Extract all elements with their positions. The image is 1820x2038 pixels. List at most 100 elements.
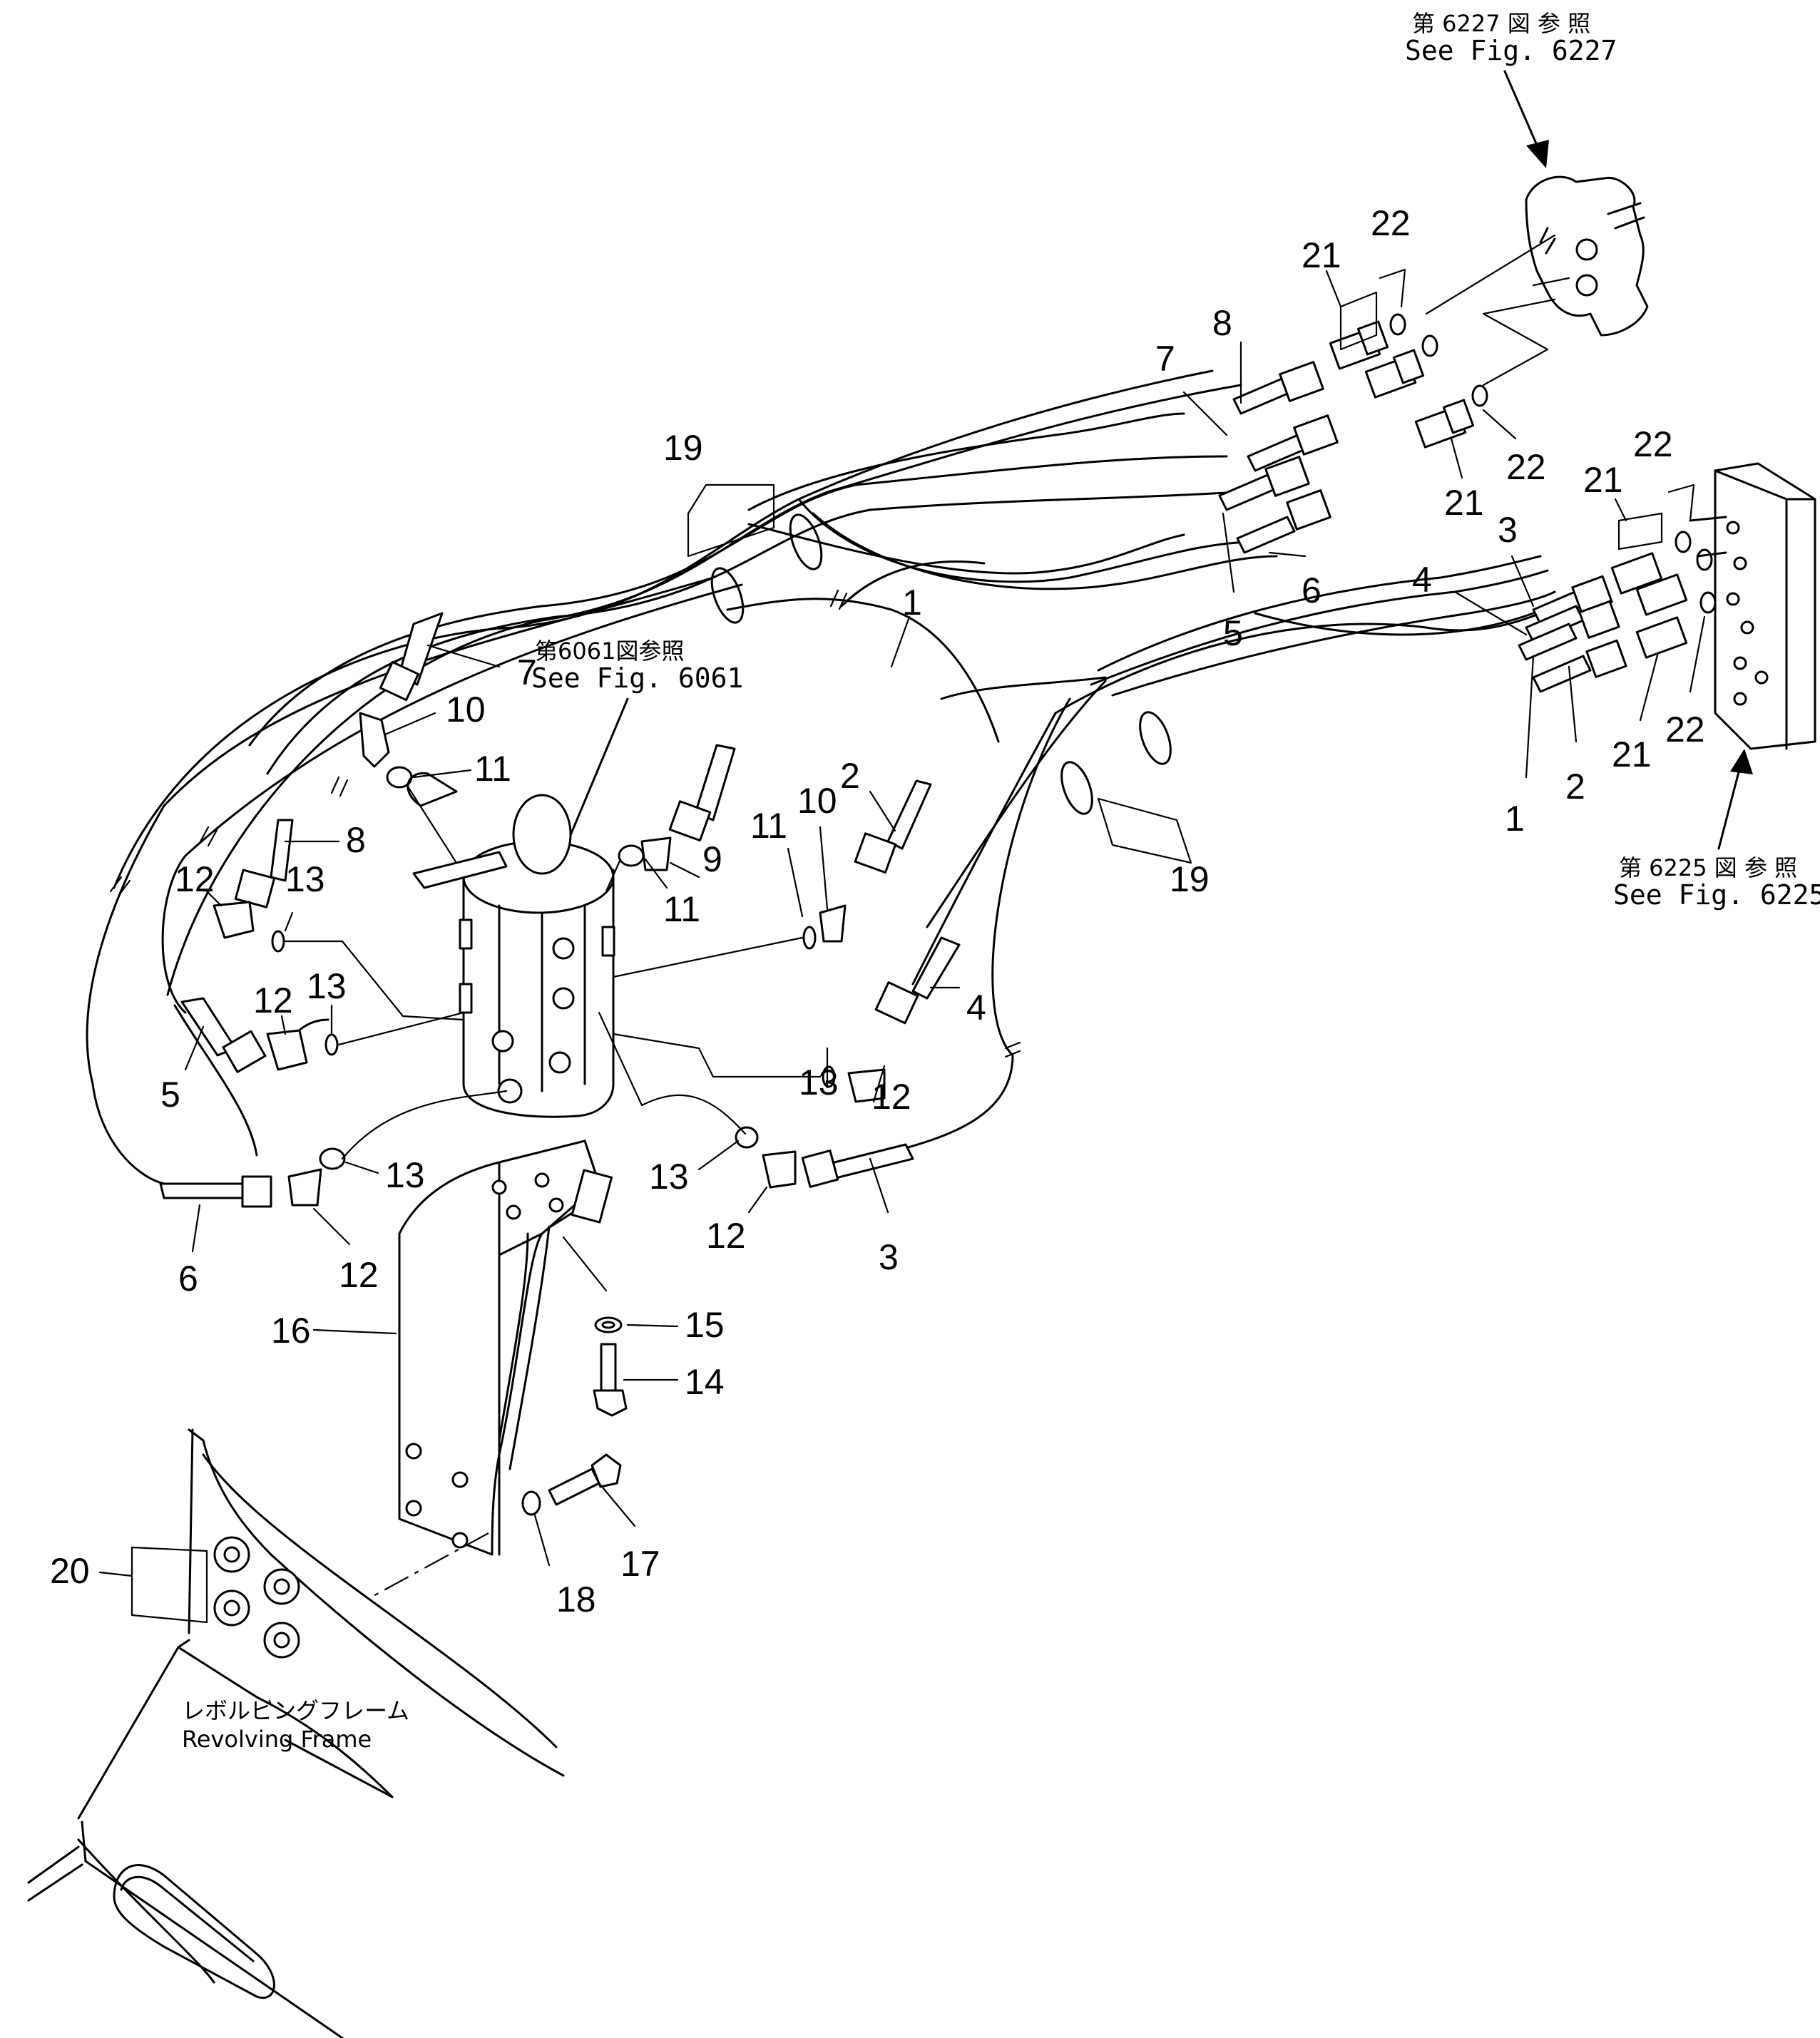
- callout-11-mid2: 11: [750, 806, 804, 918]
- callout-12-c: 12: [312, 1207, 379, 1295]
- callout-8-left: 8: [284, 820, 366, 860]
- callout-15: 15: [626, 1305, 725, 1345]
- svg-text:4: 4: [1412, 560, 1432, 600]
- swivel-joint-icon: [407, 772, 615, 1118]
- callout-10-mid: 10: [797, 781, 837, 911]
- hose-fitting-icon: [1218, 361, 1339, 554]
- o-ring-icon: [1675, 531, 1717, 614]
- o-ring-icon: [271, 766, 836, 1170]
- svg-text:8: 8: [1212, 303, 1232, 343]
- svg-text:4: 4: [966, 988, 986, 1028]
- hose-break-marks: [109, 589, 1021, 1058]
- svg-text:12: 12: [706, 1216, 746, 1256]
- callout-21-right2: 21: [1612, 651, 1660, 774]
- svg-text:19: 19: [663, 428, 703, 468]
- elbow-fitting-icon: [213, 712, 886, 1207]
- hose-bundle-lower: [726, 555, 1556, 1149]
- svg-text:22: 22: [1506, 447, 1546, 487]
- o-ring-icon: [1389, 313, 1488, 407]
- adapter-fittings-top: [1329, 320, 1475, 449]
- svg-text:13: 13: [285, 859, 325, 899]
- callout-12-d: 12: [871, 1065, 911, 1117]
- callout-7-top: 7: [1155, 339, 1228, 436]
- hose-fitting-icon: [159, 612, 961, 1208]
- ring-clamp-icon: [710, 513, 1172, 815]
- callout-13-b: 13: [307, 966, 347, 1035]
- svg-text:7: 7: [517, 652, 537, 692]
- callout-2-right: 2: [1565, 665, 1585, 807]
- callout-11-mid: 11: [644, 858, 700, 929]
- callout-8-top: 8: [1212, 303, 1242, 404]
- hose-fitting-icon: [1518, 575, 1627, 693]
- svg-text:19: 19: [1170, 859, 1210, 899]
- bracket-frame-centerline: [370, 1532, 489, 1598]
- svg-text:13: 13: [307, 966, 347, 1006]
- callout-22-top: 22: [1371, 203, 1411, 308]
- callout-7-left: 7: [426, 644, 537, 692]
- svg-text:12: 12: [253, 980, 293, 1020]
- svg-text:21: 21: [1302, 235, 1341, 275]
- svg-text:20: 20: [50, 1551, 90, 1591]
- callout-10-left: 10: [384, 690, 486, 736]
- callout-12-a: 12: [175, 859, 223, 907]
- o-ring-icon: [594, 1316, 623, 1333]
- callout-16: 16: [271, 1311, 397, 1351]
- svg-text:12: 12: [175, 859, 215, 899]
- callout-22-right2: 22: [1665, 615, 1706, 749]
- valve-block-icon: [1689, 462, 1816, 750]
- callout-4-right: 4: [1412, 560, 1528, 636]
- ref-6225-arrow: [1717, 749, 1753, 850]
- svg-text:10: 10: [797, 781, 837, 821]
- frame-label-en: Revolving Frame: [182, 1726, 372, 1753]
- svg-text:9: 9: [702, 839, 722, 879]
- svg-text:21: 21: [1444, 483, 1484, 523]
- nut-icon: [213, 1536, 300, 1659]
- svg-text:18: 18: [556, 1579, 596, 1619]
- frame-label-jp: レボルビングフレーム: [182, 1697, 409, 1724]
- ref-6227-jp: 第 6227 図 参 照: [1412, 10, 1590, 37]
- svg-text:12: 12: [871, 1077, 911, 1117]
- callout-22-top2: 22: [1482, 409, 1546, 487]
- valve-block-icon: [1425, 175, 1649, 386]
- callout-14: 14: [623, 1362, 725, 1402]
- callout-6-left: 6: [178, 1204, 201, 1299]
- svg-text:21: 21: [1612, 734, 1652, 774]
- callout-12-e: 12: [706, 1186, 768, 1256]
- callout-5-top: 5: [1222, 512, 1243, 653]
- swivel-leader-lines: [284, 783, 822, 1160]
- svg-text:22: 22: [1633, 424, 1673, 464]
- svg-text:13: 13: [799, 1062, 839, 1102]
- svg-text:11: 11: [750, 806, 787, 846]
- svg-text:5: 5: [160, 1075, 180, 1115]
- bracket-bolt-leader: [562, 1236, 608, 1292]
- ref-6061-en: See Fig. 6061: [531, 662, 743, 694]
- svg-text:6: 6: [1302, 570, 1321, 610]
- callout-13-d: 13: [799, 1047, 839, 1102]
- callout-2-mid: 2: [840, 756, 896, 832]
- callout-20: 20: [50, 1546, 208, 1624]
- svg-text:11: 11: [663, 889, 700, 929]
- svg-text:5: 5: [1223, 613, 1243, 653]
- callout-17: 17: [598, 1482, 660, 1584]
- hose-bundle-upper: [113, 369, 1278, 996]
- svg-text:2: 2: [1565, 767, 1585, 807]
- callout-3-right: 3: [1498, 510, 1535, 608]
- callout-6-top: 6: [1268, 551, 1321, 610]
- revolving-frame: [27, 1428, 565, 2038]
- callout-21-top2: 21: [1444, 437, 1484, 523]
- ref-6225-en: See Fig. 6225: [1613, 879, 1820, 911]
- svg-text:3: 3: [879, 1237, 899, 1277]
- svg-text:16: 16: [271, 1311, 311, 1351]
- callout-9: 9: [669, 839, 722, 879]
- callout-12-b: 12: [253, 980, 293, 1035]
- ref-6227-arrow: [1503, 70, 1549, 168]
- adapter-fittings-right: [1610, 552, 1688, 659]
- callout-21-top: 21: [1302, 235, 1378, 351]
- callout-21-right: 21: [1583, 460, 1663, 551]
- callout-13-c: 13: [344, 1155, 425, 1195]
- callout-1-right: 1: [1505, 655, 1535, 839]
- svg-text:7: 7: [1155, 339, 1175, 379]
- svg-text:8: 8: [346, 820, 366, 860]
